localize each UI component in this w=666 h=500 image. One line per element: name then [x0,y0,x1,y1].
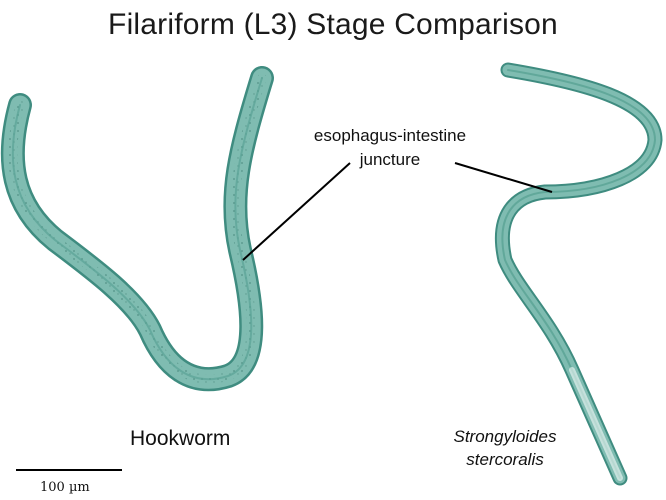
strongyloides-label: Strongyloides stercoralis [430,425,580,471]
callout-line-2: juncture [359,150,421,169]
hookworm-gut-line [11,77,263,381]
scale-bar-label: 100 µm [40,480,90,495]
strongyloides-body-outline [494,62,663,486]
strongyloides-body [496,64,661,484]
callout-line-strongyloides [454,162,553,193]
callout-line-1: esophagus-intestine [313,126,467,145]
figure-title: Filariform (L3) Stage Comparison [108,8,558,41]
strongyloides-larva [494,62,663,486]
esophagus-intestine-callout: esophagus-intestine juncture [300,124,480,172]
callout-line-hookworm [242,162,351,261]
strongyloides-genus: Strongyloides [453,427,557,446]
strongyloides-species: stercoralis [466,450,544,469]
hookworm-label: Hookworm [130,427,231,450]
strongyloides-gut-line [501,69,656,479]
strongyloides-tail-taper [569,367,623,481]
hookworm-larva [0,66,274,392]
